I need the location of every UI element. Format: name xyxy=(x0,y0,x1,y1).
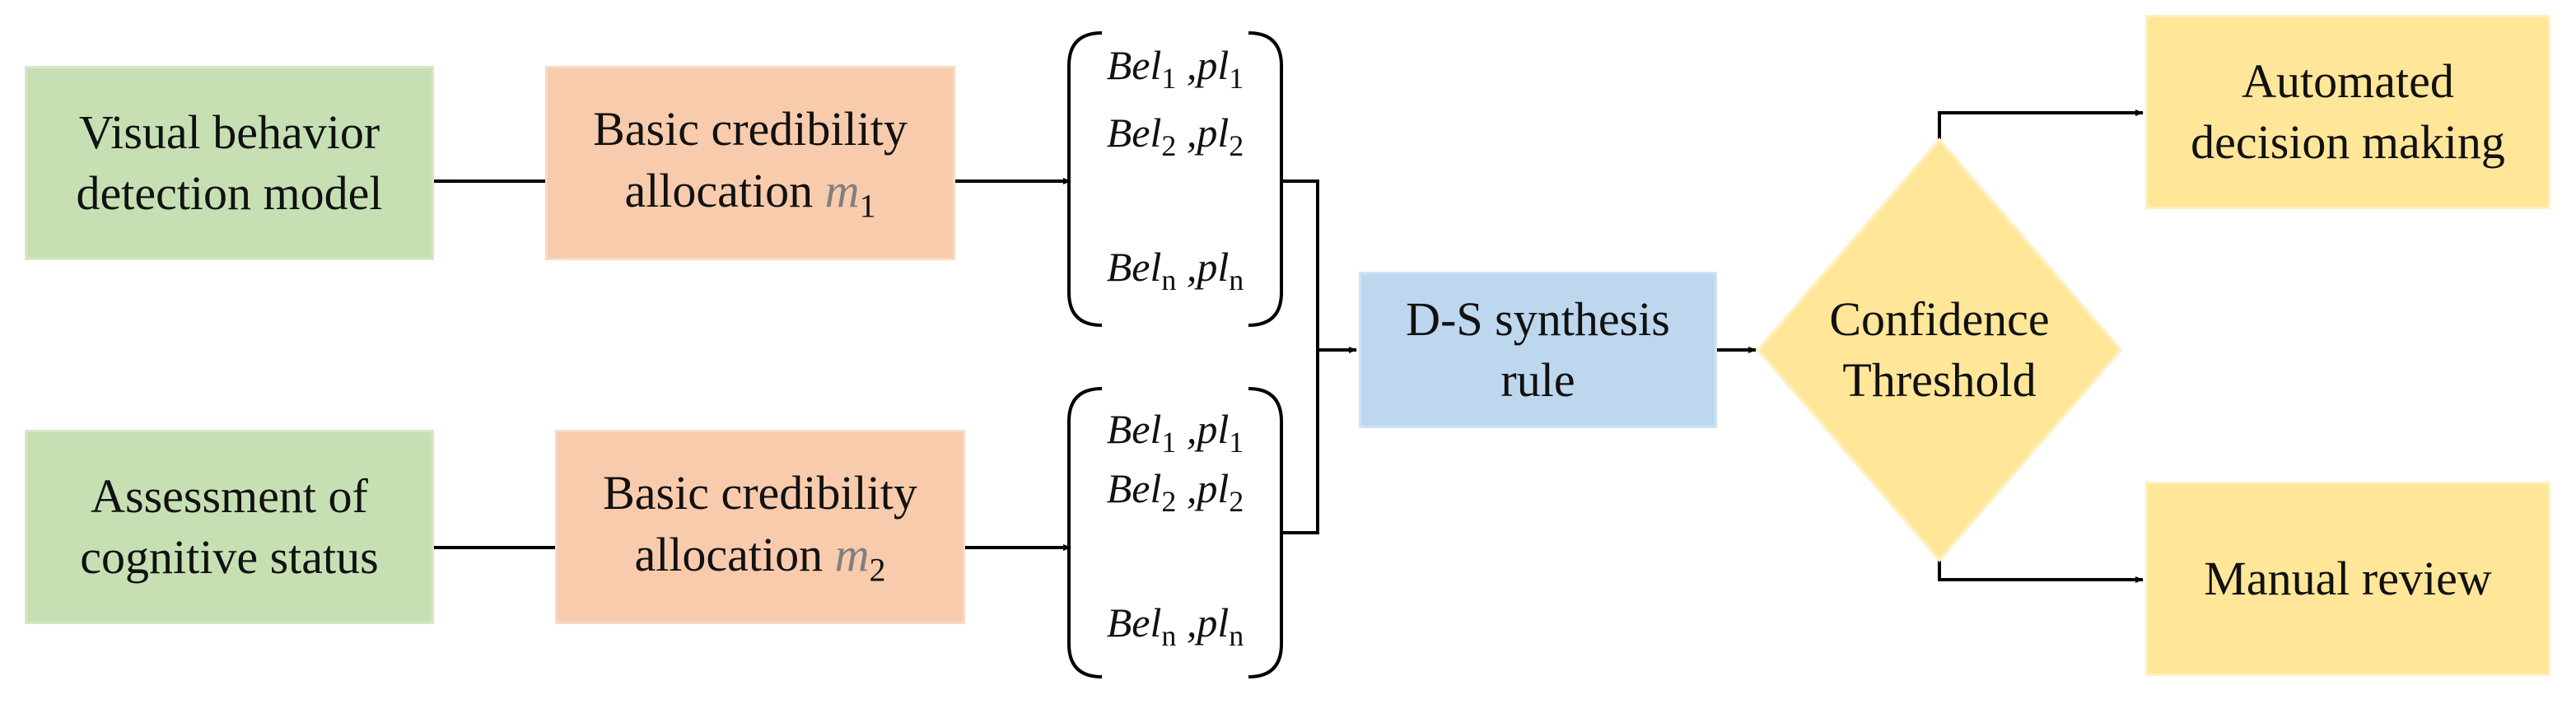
confidence-threshold-label: Confidence Threshold xyxy=(1791,272,2088,428)
matrix-row: Bel1 ,pl1 xyxy=(1106,42,1244,95)
ds-synthesis-rule-box: D-S synthesis rule xyxy=(1359,272,1717,428)
confidence-threshold-diamond xyxy=(1756,137,2123,563)
bca-m1-box: Basic credibility allocation m1 xyxy=(545,66,955,260)
line-matrix1-to-merge xyxy=(1281,179,1319,350)
cognitive-status-line1: Assessment of xyxy=(91,469,368,523)
visual-behavior-line1: Visual behavior xyxy=(78,105,380,159)
manual-review-box: Manual review xyxy=(2145,482,2550,676)
cognitive-status-line2: cognitive status xyxy=(80,530,379,584)
matrix2-right-bracket xyxy=(1248,387,1283,678)
bca-m1-line1: Basic credibility xyxy=(593,102,908,156)
bca-m2-line2: allocation m2 xyxy=(634,527,886,589)
automated-decision-line1: Automated xyxy=(2242,54,2454,108)
belief-matrix-top: Bel1 ,pl1 Bel2 ,pl2 Beln ,pln xyxy=(1072,33,1278,329)
matrix-row: Bel2 ,pl2 xyxy=(1106,110,1244,162)
line-matrix2-to-merge xyxy=(1281,350,1319,534)
confidence-threshold-line2: Threshold xyxy=(1842,353,2037,407)
bca-m1-variable: m1 xyxy=(824,163,876,225)
matrix1-right-bracket xyxy=(1248,31,1283,327)
matrix-row: Bel2 ,pl2 xyxy=(1106,465,1244,518)
ds-synthesis-line2: rule xyxy=(1500,353,1575,407)
ds-synthesis-line1: D-S synthesis xyxy=(1406,291,1670,346)
bca-m2-variable: m2 xyxy=(834,527,886,589)
visual-behavior-box: Visual behavior detection model xyxy=(25,66,434,260)
matrix-row: Beln ,pln xyxy=(1106,244,1244,296)
bca-m2-line1: Basic credibility xyxy=(603,466,917,520)
bca-m2-box: Basic credibility allocation m2 xyxy=(555,430,965,624)
belief-matrix-bottom: Bel1 ,pl1 Bel2 ,pl2 Beln ,pln xyxy=(1072,389,1278,685)
arrow-threshold-to-auto xyxy=(1938,110,2144,140)
matrix2-left-bracket xyxy=(1067,387,1103,678)
automated-decision-box: Automated decision making xyxy=(2145,15,2550,209)
visual-behavior-line2: detection model xyxy=(76,166,383,220)
matrix-row: Beln ,pln xyxy=(1106,599,1244,652)
arrow-threshold-to-manual xyxy=(1938,560,2144,583)
cognitive-status-box: Assessment of cognitive status xyxy=(25,430,434,624)
automated-decision-line2: decision making xyxy=(2191,115,2505,169)
matrix-row: Bel1 ,pl1 xyxy=(1106,406,1244,459)
confidence-threshold-line1: Confidence xyxy=(1829,291,2050,346)
matrix1-left-bracket xyxy=(1067,31,1103,327)
bca-m1-line2: allocation m1 xyxy=(624,163,876,225)
manual-review-label: Manual review xyxy=(2204,551,2492,605)
